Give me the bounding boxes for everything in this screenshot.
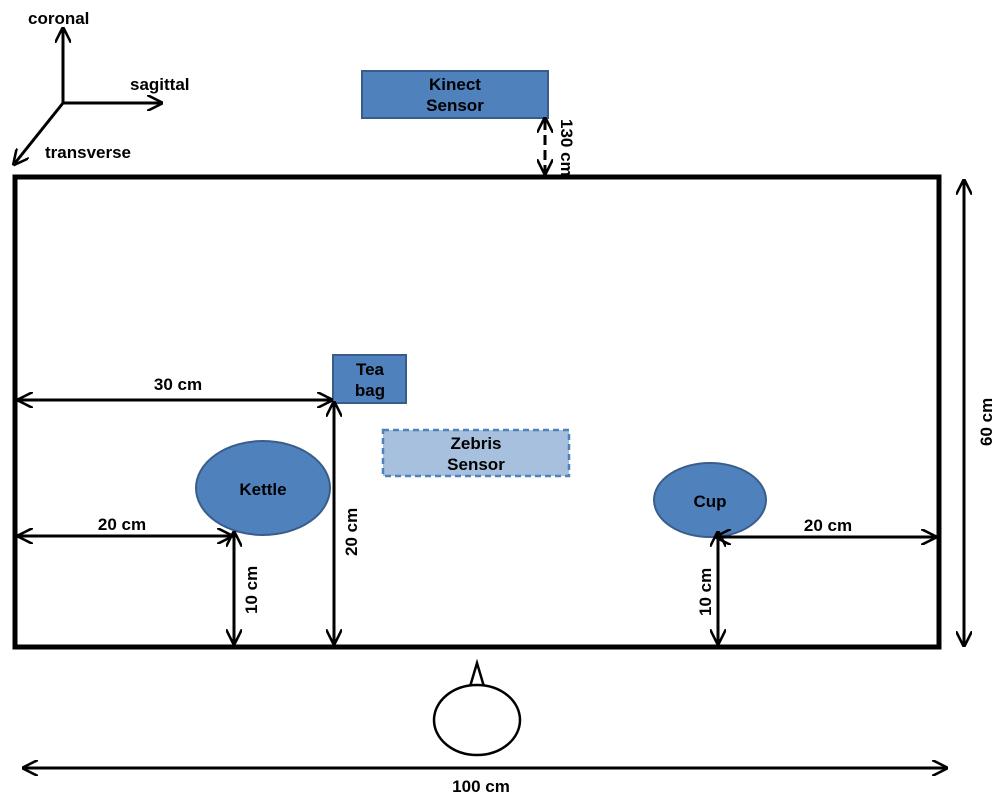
zebris-sensor-label-2: Sensor (447, 455, 505, 474)
axis-triad: coronal sagittal transverse (15, 9, 190, 163)
transverse-axis-arrow (15, 102, 65, 163)
cup: Cup (653, 462, 767, 538)
kinect-sensor: Kinect Sensor (361, 70, 549, 119)
tea-bag: Tea bag (332, 354, 407, 404)
kinect-sensor-label-2: Sensor (426, 96, 484, 115)
kinect-height-label: 130 cm (557, 119, 576, 177)
table-depth-label: 60 cm (977, 398, 996, 446)
tea-bag-label-1: Tea (356, 360, 385, 379)
zebris-sensor-box (381, 428, 571, 478)
kinect-sensor-label-1: Kinect (429, 75, 481, 94)
teabag-left-label: 30 cm (154, 375, 202, 394)
kettle: Kettle (195, 440, 331, 536)
person-head-circle (432, 683, 522, 757)
zebris-sensor: Zebris Sensor (381, 428, 571, 478)
cup-label: Cup (693, 492, 726, 511)
person-nose (467, 658, 487, 691)
cup-front-label: 10 cm (696, 568, 715, 616)
room-width-label: 100 cm (452, 777, 510, 796)
teabag-front-label: 20 cm (342, 508, 361, 556)
kettle-front-label: 10 cm (242, 566, 261, 614)
zebris-sensor-label-1: Zebris (450, 434, 501, 453)
person-head (432, 658, 522, 757)
kettle-left-label: 20 cm (98, 515, 146, 534)
tea-bag-box (332, 354, 407, 404)
table-outline (12, 174, 942, 650)
kettle-label: Kettle (239, 480, 286, 499)
tea-bag-label-2: bag (355, 381, 385, 400)
kinect-sensor-box (361, 70, 549, 119)
coronal-label: coronal (28, 9, 89, 28)
transverse-label: transverse (45, 143, 131, 162)
sagittal-label: sagittal (130, 75, 190, 94)
cup-right-label: 20 cm (804, 516, 852, 535)
